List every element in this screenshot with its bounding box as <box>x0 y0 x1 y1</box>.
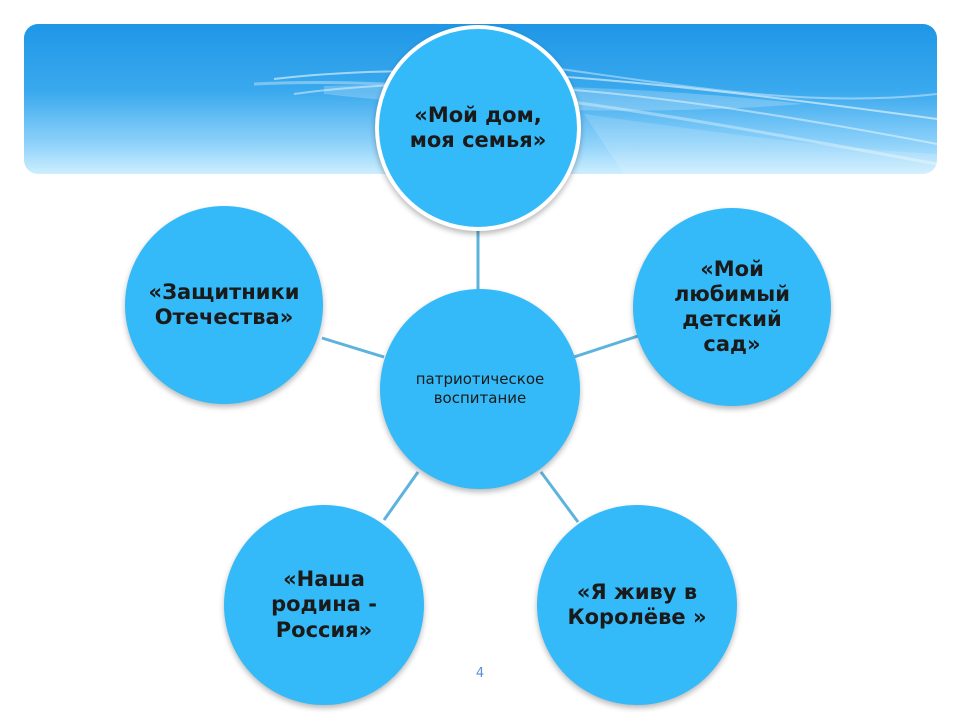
connector-left <box>321 336 385 359</box>
node-bottom-left: «Наша родина - Россия» <box>224 505 424 705</box>
node-bottom-right: «Я живу в Королёве » <box>537 505 737 705</box>
page-number: 4 <box>475 666 485 681</box>
node-right-label: «Мой любимый детский сад» <box>673 256 791 357</box>
node-bottom-left-label: «Наша родина - Россия» <box>271 567 377 642</box>
node-left-label: «Защитники Отечества» <box>148 279 300 329</box>
node-bottom-right-label: «Я живу в Королёве » <box>567 579 707 629</box>
connector-right <box>573 334 639 359</box>
node-top: «Мой дом, моя семья» <box>375 25 581 231</box>
connector-bottom-left <box>382 471 420 521</box>
node-center-label: патриотическое воспитание <box>415 370 545 407</box>
connector-bottom-right <box>539 471 580 523</box>
node-top-label: «Мой дом, моя семья» <box>409 102 547 152</box>
node-center: патриотическое воспитание <box>380 289 580 489</box>
node-left: «Защитники Отечества» <box>125 206 323 404</box>
node-right: «Мой любимый детский сад» <box>633 208 831 406</box>
